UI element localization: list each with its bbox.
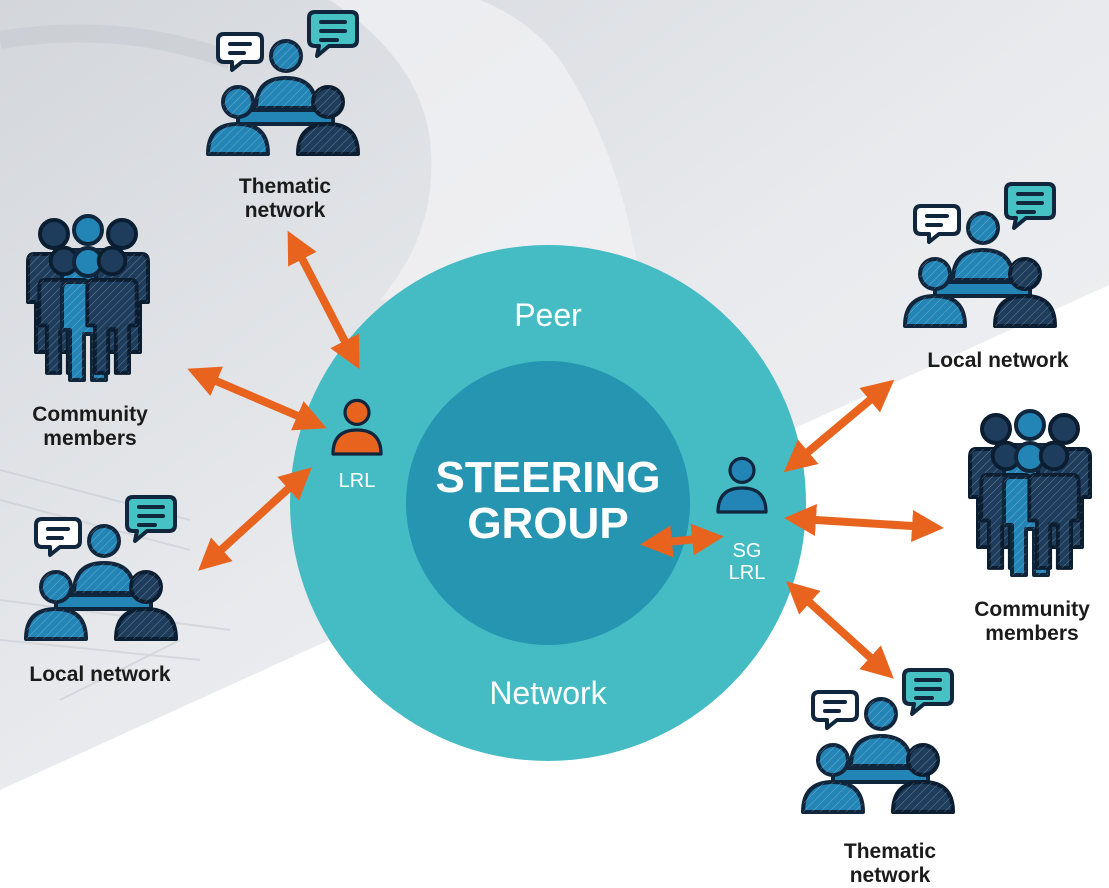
arrow-right-local	[783, 379, 895, 473]
arrow-bottom-thematic	[786, 581, 894, 679]
steering-group-title: STEERING GROUP	[408, 455, 688, 547]
crowd-icon	[970, 411, 1090, 575]
outer-ring-label-bottom: Network	[489, 675, 607, 711]
role-label-sg: SG	[732, 540, 762, 562]
arrow-left-community	[187, 366, 327, 431]
label-bottom-thematic-network: Thematic network	[805, 840, 975, 888]
label-left-community-members: Community members	[5, 403, 175, 451]
label-line: Local network	[927, 349, 1069, 372]
label-line: Thematic	[843, 840, 937, 863]
connection-arrows	[187, 230, 944, 679]
label-line: members	[985, 622, 1079, 645]
label-line: Local network	[29, 663, 171, 686]
steering-group-line2: GROUP	[467, 499, 629, 548]
person-icon	[331, 398, 383, 456]
person-icon	[716, 456, 768, 514]
group-discussion-icon	[26, 497, 176, 639]
label-line: network	[244, 199, 326, 222]
label-top-thematic-network: Thematic network	[200, 175, 370, 223]
label-left-local-network: Local network	[0, 663, 200, 687]
label-line: Thematic	[238, 175, 332, 198]
arrow-top-thematic	[287, 230, 360, 370]
outer-ring-label-top: Peer	[514, 297, 582, 333]
arrow-core-to-sg	[640, 523, 724, 558]
arrow-left-local	[198, 467, 312, 571]
label-right-local-network: Local network	[898, 349, 1098, 373]
label-line: Community	[32, 403, 148, 426]
group-discussion-icon	[208, 12, 358, 154]
arrow-right-community	[784, 504, 944, 542]
role-label-lrl: LRL	[338, 470, 376, 492]
group-discussion-icon	[803, 670, 953, 812]
inner-core-steering-group	[406, 361, 690, 645]
group-discussion-icon	[905, 184, 1055, 326]
crowd-icon	[28, 216, 148, 380]
label-line: network	[849, 864, 931, 887]
role-label-sg-lrl: SG LRL	[712, 540, 782, 584]
label-line: members	[43, 427, 137, 450]
label-right-community-members: Community members	[955, 598, 1109, 646]
label-line: Community	[974, 598, 1090, 621]
role-label-lrl-right: LRL	[728, 562, 766, 584]
steering-group-line1: STEERING	[435, 453, 661, 502]
